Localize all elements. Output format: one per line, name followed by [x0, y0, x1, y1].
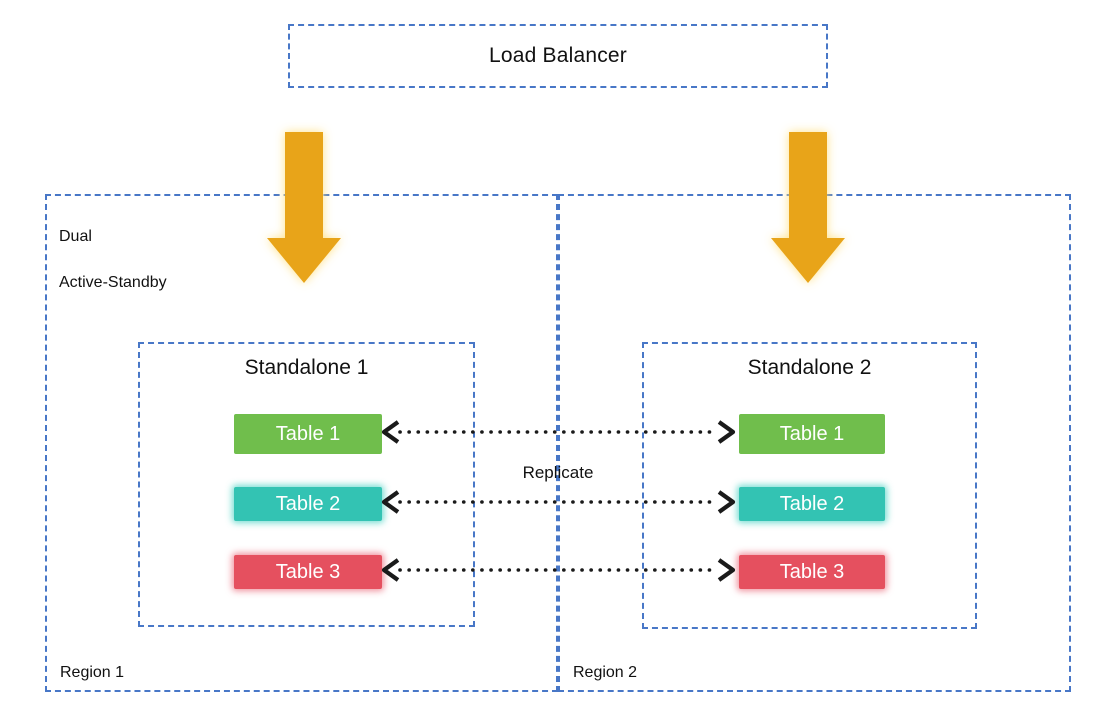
standalone-1-box: Standalone 1 Table 1 Table 2 Table 3 [138, 342, 475, 627]
replicate-label: Replicate [522, 463, 594, 482]
region-2-label: Region 2 [573, 664, 638, 681]
standalone1-table-1: Table 1 [234, 414, 382, 454]
standalone1-table-2: Table 2 [234, 487, 382, 521]
standalone1-table-3: Table 3 [234, 555, 382, 589]
standalone2-table-2: Table 2 [739, 487, 885, 521]
region-1-label: Region 1 [60, 664, 125, 681]
standalone-2-title: Standalone 2 [747, 356, 872, 379]
dual-label-line2: Active-Standby [59, 274, 167, 291]
dual-active-standby-label: Dual Active-Standby [59, 202, 167, 294]
standalone2-table-1: Table 1 [739, 414, 885, 454]
standalone-2-box: Standalone 2 Table 1 Table 2 Table 3 [642, 342, 977, 629]
load-balancer-label: Load Balancer [488, 44, 628, 67]
standalone2-table-3: Table 3 [739, 555, 885, 589]
load-balancer-box: Load Balancer [288, 24, 828, 88]
dual-label-line1: Dual [59, 228, 92, 245]
standalone-1-title: Standalone 1 [244, 356, 369, 379]
